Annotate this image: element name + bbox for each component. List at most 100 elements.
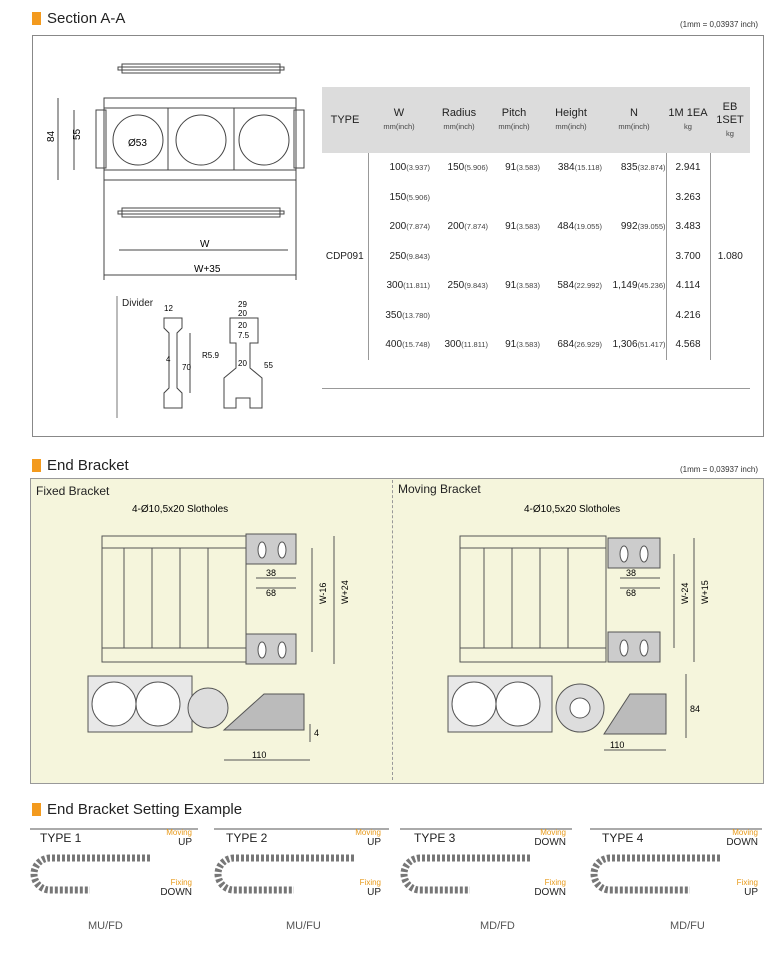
table-row: CDP091 100(3.937) 150(5.906) 91(3.583) 3… xyxy=(322,153,750,360)
moving-dim-w24: W-24 xyxy=(680,583,690,604)
type-2-card: TYPE 2 Moving UP Fixing UP MU/FU xyxy=(214,828,389,938)
type-3-fixing-label: Fixing xyxy=(544,878,566,887)
dim-w-label: W xyxy=(200,239,210,250)
radius-cell: 300(11.811) xyxy=(444,339,488,351)
setting-example-title-text: End Bracket Setting Example xyxy=(47,801,243,818)
type-2-label: TYPE 2 xyxy=(226,831,268,845)
setting-example-title: End Bracket Setting Example xyxy=(32,801,242,818)
dim-w35-label: W+35 xyxy=(194,264,221,275)
divider-title: Divider xyxy=(122,298,154,309)
type-1-caption: MU/FD xyxy=(88,920,123,932)
pitch-cell: 91(3.583) xyxy=(505,339,540,351)
table-bottom-rule xyxy=(322,388,750,389)
bracket-divider-line xyxy=(392,480,393,780)
w-cell: 100(3.937) xyxy=(389,162,430,174)
section-marker-icon xyxy=(32,12,41,25)
type-4-label: TYPE 4 xyxy=(602,831,644,845)
kg-cell: 4.114 xyxy=(666,271,711,301)
kg-cell: 2.941 xyxy=(666,153,711,183)
section-a-title-text: Section A-A xyxy=(47,10,126,27)
n-cell: 992(39.055) xyxy=(602,212,667,242)
div-dim-75: 7.5 xyxy=(238,331,250,340)
pitch-cell: 91(3.583) xyxy=(505,280,540,292)
type-1-label: TYPE 1 xyxy=(40,831,82,845)
section-a-panel xyxy=(32,35,764,437)
unit-conversion-note: (1mm = 0,03937 inch) xyxy=(679,20,758,29)
div-dim-20a: 20 xyxy=(238,309,247,318)
div-dim-29: 29 xyxy=(238,300,247,309)
moving-dim-68: 68 xyxy=(626,588,636,598)
type-1-fixing-val: DOWN xyxy=(160,887,192,898)
height-cell: 584(22.992) xyxy=(557,280,602,292)
fixed-dim-68: 68 xyxy=(266,588,276,598)
w-cell: 250(9.843) xyxy=(389,250,430,262)
w-cell: 150(5.906) xyxy=(389,191,430,203)
type-2-moving-val: UP xyxy=(367,837,381,848)
type-1-moving-label: Moving xyxy=(166,828,192,837)
w-cell: 200(7.874) xyxy=(389,221,430,233)
type-2-moving-label: Moving xyxy=(355,828,381,837)
moving-dim-38: 38 xyxy=(626,568,636,578)
w-cell: 350(13.780) xyxy=(385,309,430,321)
n-cell: 835(32.874) xyxy=(602,153,667,183)
moving-dim-110: 110 xyxy=(610,740,624,750)
type-4-moving-label: Moving xyxy=(732,828,758,837)
div-dim-20b: 20 xyxy=(238,321,247,330)
table-row: 250(9.843) 3.700 xyxy=(322,241,750,271)
moving-dim-84: 84 xyxy=(690,704,700,714)
type-3-fixing-val: DOWN xyxy=(534,887,566,898)
moving-slotholes-label: 4-Ø10,5x20 Slotholes xyxy=(524,504,620,515)
type-3-label: TYPE 3 xyxy=(414,831,456,845)
type-3-caption: MD/FD xyxy=(480,920,515,932)
radius-cell: 150(5.906) xyxy=(447,162,488,174)
section-a-drawing: 84 55 Ø53 W W+35 xyxy=(46,63,305,280)
fixed-dim-w24: W+24 xyxy=(340,580,350,604)
fixed-bracket-drawing: 4-Ø10,5x20 Slotholes 38 68 W-16 W+24 4 1… xyxy=(87,504,350,761)
end-bracket-title: End Bracket xyxy=(32,457,129,474)
table-row: 150(5.906) 3.263 xyxy=(322,182,750,212)
div-dim-r59: R5.9 xyxy=(202,351,219,360)
type-3-chain-icon xyxy=(400,854,530,894)
type-4-card: TYPE 4 Moving DOWN Fixing UP MD/FU xyxy=(590,828,762,938)
th-type: TYPE xyxy=(322,87,368,153)
type-1-moving-val: UP xyxy=(178,837,192,848)
section-marker-icon xyxy=(32,459,41,472)
div-dim-4: 4 xyxy=(166,355,171,364)
moving-dim-w15: W+15 xyxy=(700,580,710,604)
type-2-fixing-val: UP xyxy=(367,887,381,898)
kg-cell: 3.263 xyxy=(666,182,711,212)
fixed-slotholes-label: 4-Ø10,5x20 Slotholes xyxy=(132,504,228,515)
table-row: 200(7.874) 200(7.874) 91(3.583) 484(19.0… xyxy=(322,212,750,242)
dim-84-label: 84 xyxy=(46,130,57,142)
fixed-dim-w16: W-16 xyxy=(318,583,328,604)
div-dim-70: 70 xyxy=(182,363,191,372)
type-2-fixing-label: Fixing xyxy=(359,878,381,887)
n-cell: 1,306(51.417) xyxy=(602,330,667,360)
n-cell: 1,149(45.236) xyxy=(602,271,667,301)
type-2-caption: MU/FU xyxy=(286,920,321,932)
section-marker-icon xyxy=(32,803,41,816)
table-row: 400(15.748) 300(11.811) 91(3.583) 684(26… xyxy=(322,330,750,360)
kg-cell: 3.483 xyxy=(666,212,711,242)
moving-bracket-title: Moving Bracket xyxy=(398,482,481,496)
radius-cell: 200(7.874) xyxy=(447,221,488,233)
kg-cell: 4.568 xyxy=(666,330,711,360)
kg-cell: 3.700 xyxy=(666,241,711,271)
divider-drawing: 12 4 70 R5.9 29 20 20 7.5 55 20 xyxy=(163,300,273,409)
fixed-dim-38: 38 xyxy=(266,568,276,578)
type-1-card: TYPE 1 Moving UP Fixing DOWN MU/FD xyxy=(30,828,198,938)
fixed-dim-4: 4 xyxy=(314,728,319,738)
table-row: 300(11.811) 250(9.843) 91(3.583) 584(22.… xyxy=(322,271,750,301)
dim-55-label: 55 xyxy=(72,128,83,140)
unit-conversion-note-2: (1mm = 0,03937 inch) xyxy=(679,465,758,474)
type-3-moving-label: Moving xyxy=(540,828,566,837)
spec-body: CDP091 100(3.937) 150(5.906) 91(3.583) 3… xyxy=(322,153,750,360)
div-dim-55: 55 xyxy=(264,361,273,370)
type-4-fixing-label: Fixing xyxy=(736,878,758,887)
